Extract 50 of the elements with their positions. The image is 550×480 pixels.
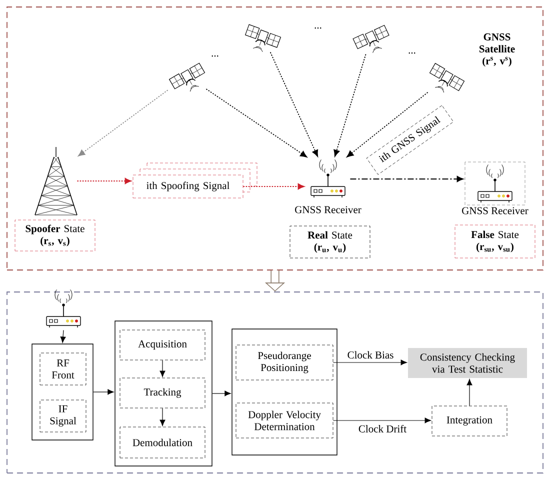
arrow [160,360,166,377]
edge-label: Clock Bias [348,351,394,359]
receiver-caption: GNSS Receiver [462,207,528,214]
arrow [93,389,114,395]
receiver-icon [310,159,346,198]
signal-box: ith Spoofing Signal [132,162,258,198]
process-box: Demodulation [120,426,206,458]
process-box: Real State (r$_{u}$, v$_{u}$) [290,226,370,258]
arrow [76,178,132,184]
satellite-icon [429,62,465,93]
arrow [212,390,231,396]
ellipsis: ... [408,52,416,54]
arrow [60,330,66,343]
arrow [270,52,318,157]
satellite-icon [168,62,206,92]
process-box: IF Signal [40,400,86,432]
frame-box [32,344,94,440]
arrow [350,176,464,182]
satellite-icon [352,24,390,53]
arrow [78,90,168,156]
arrow [346,92,428,158]
tower-icon [34,146,78,216]
edge-label: Clock Drift [358,424,406,432]
state-box: False State (r$_{su}$, v$_{su}$) [454,224,536,258]
process-box: Doppler Velocity Determination [236,402,334,438]
arrow [334,54,366,157]
frame-box [6,292,544,474]
arrow [466,378,472,406]
receiver-caption: GNSS Receiver [295,206,362,214]
frame-box [232,328,338,456]
process-box: Tracking [120,378,206,408]
receiver-icon [464,162,526,206]
process-box: Pseudorange Positioning [236,344,334,380]
satellite-icon [244,24,282,52]
frame-box [114,320,212,466]
state-box: Spoofer State (r$_{s}$, v$_{s}$) [14,220,96,252]
frame-box [6,6,544,270]
receiver-icon [46,289,81,328]
result-box: Consistency Checking via Test Statistic [408,348,527,378]
arrow [206,88,308,158]
ellipsis: ... [212,55,218,57]
process-box: Integration [432,406,508,436]
arrow [332,418,431,424]
arrow [332,360,407,366]
arrow [242,183,305,190]
satellite-label: GNSS Satellite (r$^{s}$, v$^{s}$) [479,33,515,67]
process-box: Acquisition [120,330,206,360]
process-box: RF Front [40,352,86,386]
arrow [160,408,166,426]
ellipsis: ... [314,27,322,29]
